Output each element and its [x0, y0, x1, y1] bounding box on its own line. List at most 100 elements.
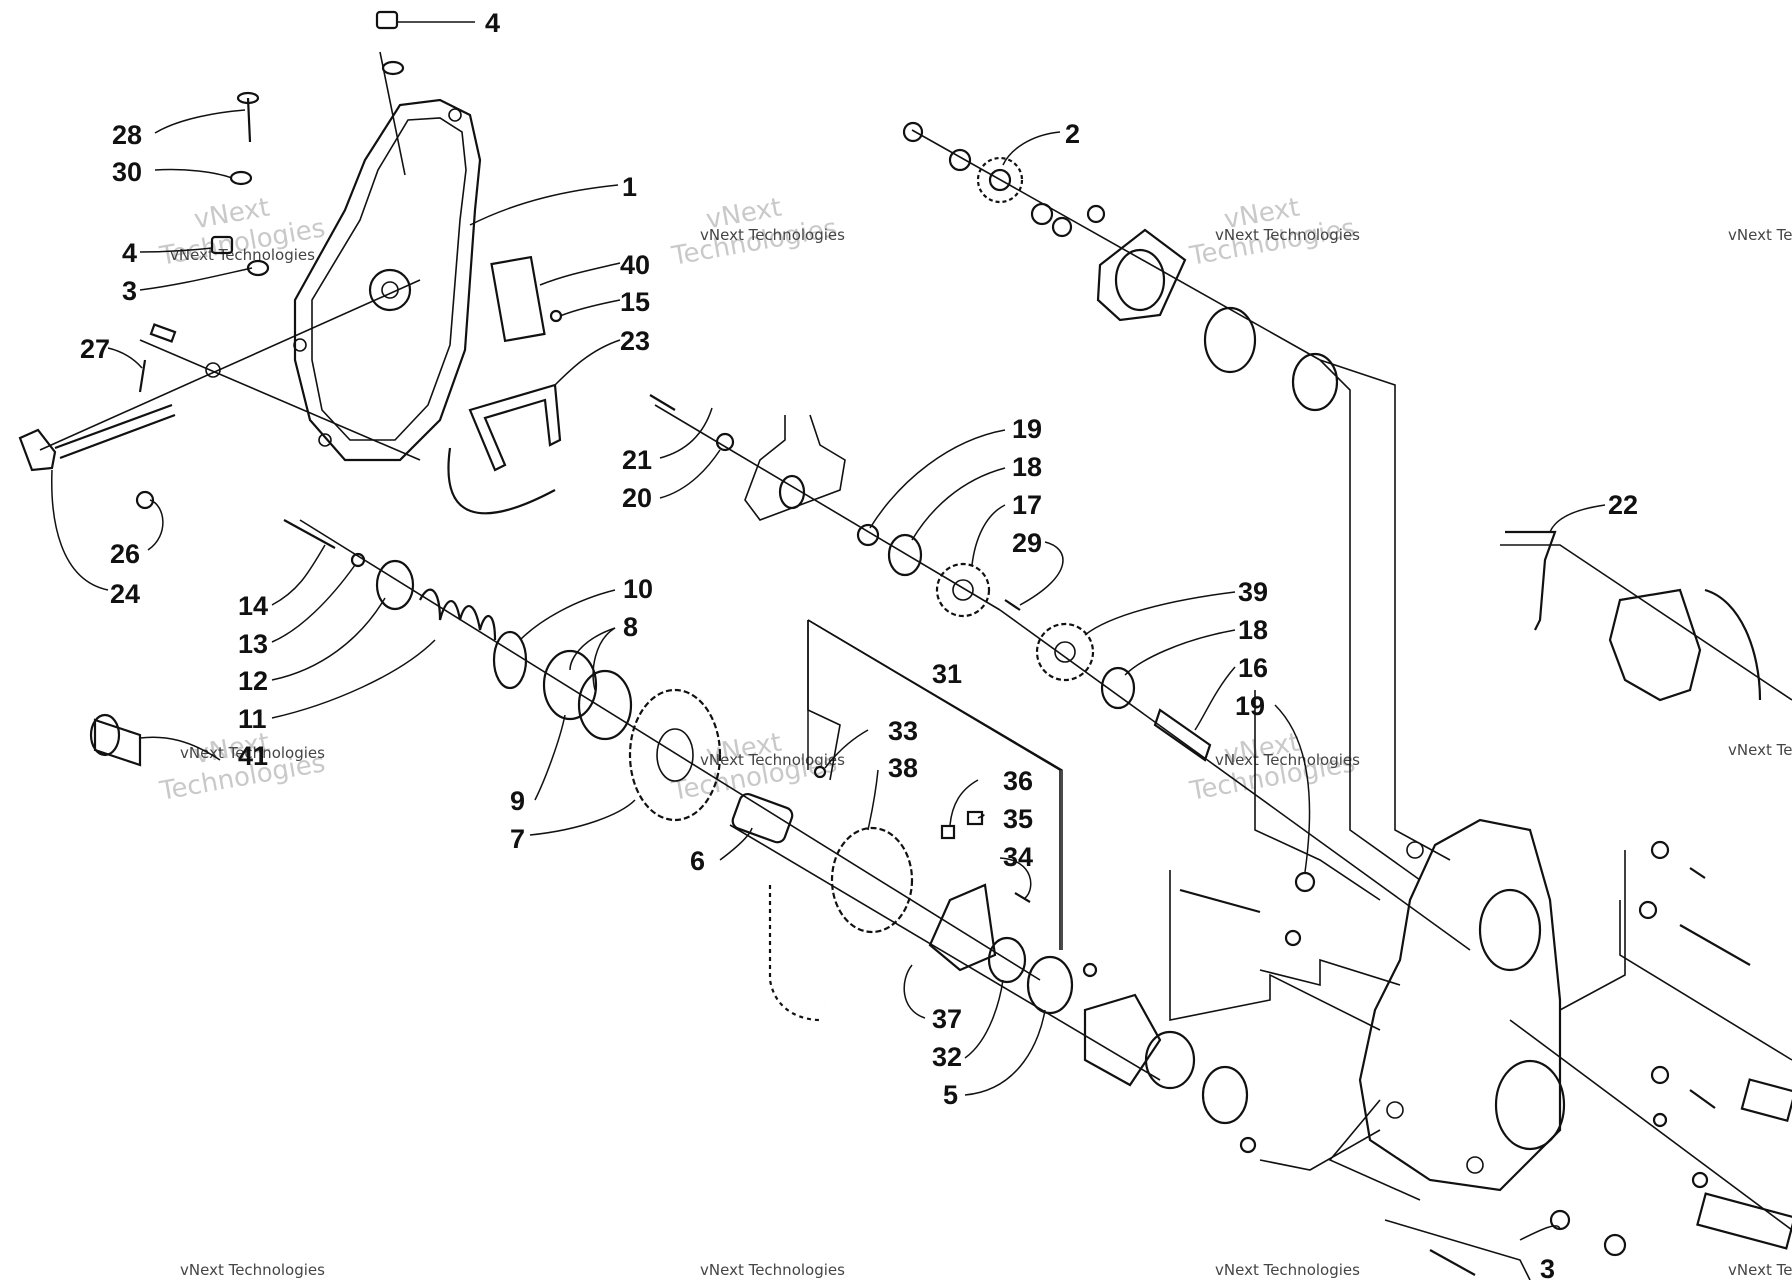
washer-part — [715, 432, 735, 452]
callout-8: 8 — [623, 612, 638, 642]
callout-37: 37 — [932, 1004, 962, 1034]
watermark-text: vNext Technologies — [1728, 741, 1792, 759]
axis-line — [139, 339, 421, 461]
bearing-flange-part — [1096, 228, 1187, 322]
callout-11: 11 — [238, 704, 267, 734]
callout-29: 29 — [1012, 528, 1042, 558]
axis-line — [1559, 850, 1626, 1011]
shaft-part — [1740, 1078, 1792, 1123]
leader-line — [1549, 504, 1606, 533]
disc-part — [928, 883, 997, 972]
sprocket-part — [935, 562, 991, 618]
callout-33: 33 — [888, 716, 918, 746]
axis-line — [1509, 1019, 1792, 1231]
callout-23: 23 — [620, 326, 650, 356]
housing-part — [1704, 588, 1762, 701]
sprocket-hub — [952, 579, 974, 601]
leader-line — [1194, 666, 1236, 731]
leader-line — [977, 814, 985, 819]
leader-line — [559, 299, 621, 317]
watermark-text: vNext Technologies — [170, 246, 315, 264]
callout-16: 16 — [1238, 653, 1268, 683]
leader-line — [139, 247, 213, 253]
washer-part — [1284, 929, 1302, 947]
washer-part — [1650, 1065, 1670, 1085]
leader-line — [999, 857, 1032, 899]
callout-10: 10 — [623, 574, 653, 604]
callout-28: 28 — [112, 120, 142, 150]
large-sprocket-hub — [656, 728, 694, 782]
leader-line — [519, 589, 616, 641]
callout-4: 4 — [485, 8, 500, 38]
washer-part — [856, 523, 880, 547]
assembly-axes — [39, 51, 1792, 1280]
leader-line — [824, 729, 869, 769]
stud-part — [1179, 888, 1261, 914]
leader-line — [949, 779, 979, 826]
watermark-layer: vNext Technologies vNext Technologies vN… — [157, 193, 1792, 1279]
axis-line — [729, 824, 1161, 1081]
pin-part — [940, 824, 956, 840]
leader-line — [903, 964, 926, 1019]
leader-line — [964, 1009, 1046, 1096]
axis-line — [1319, 359, 1451, 861]
leader-line — [469, 184, 619, 226]
callout-17: 17 — [1012, 490, 1042, 520]
callout-18: 18 — [1238, 615, 1268, 645]
leader-line — [271, 639, 436, 719]
axis-line — [1384, 1219, 1531, 1280]
leader-line — [659, 449, 721, 499]
axis-line — [654, 404, 1001, 611]
spur-gear-part — [731, 793, 794, 844]
watermark-text: vNext Technologies — [700, 226, 845, 244]
watermark: vNext Technologies — [1187, 193, 1358, 272]
parts-layer — [18, 10, 1792, 1276]
leader-line — [51, 469, 109, 591]
bearing-part — [1203, 306, 1257, 374]
washer-part — [350, 552, 366, 568]
callout-3: 3 — [122, 276, 137, 306]
callout-19: 19 — [1012, 414, 1042, 444]
callout-2: 2 — [1065, 119, 1080, 149]
pin-part — [1004, 599, 1021, 611]
pin-part — [1014, 892, 1031, 903]
leader-line — [1274, 704, 1311, 873]
watermark-text: vNext Technologies — [700, 751, 845, 769]
callout-6: 6 — [690, 846, 705, 876]
callout-14: 14 — [238, 591, 268, 621]
axis-line — [911, 129, 1321, 361]
leader-line — [271, 544, 326, 606]
callout-4: 4 — [122, 238, 137, 268]
spacer-part — [1153, 708, 1212, 762]
bolt-part — [649, 394, 676, 411]
leader-line — [539, 262, 621, 286]
bolt-head-part — [1603, 1233, 1627, 1257]
callout-7: 7 — [510, 824, 525, 854]
bearing-part — [1100, 666, 1136, 710]
nut-part — [1082, 962, 1098, 978]
bearing-part — [887, 533, 923, 577]
callout-19: 19 — [1235, 691, 1265, 721]
large-sprocket-part — [628, 688, 722, 822]
watermark-text: vNext Technologies — [180, 1261, 325, 1279]
leader-line — [659, 407, 713, 459]
callout-21: 21 — [622, 445, 652, 475]
bushing-part — [778, 474, 806, 510]
leader-line — [592, 627, 616, 691]
leader-line — [147, 499, 164, 551]
axis-line — [999, 609, 1471, 951]
leader-line — [271, 597, 386, 681]
callout-12: 12 — [238, 666, 268, 696]
bushing-flange — [89, 713, 121, 757]
screw-part — [813, 765, 827, 779]
leader-line — [271, 564, 356, 643]
snap-ring-part — [492, 630, 528, 690]
callout-3: 3 — [1540, 1254, 1555, 1280]
group-bracket-31 — [807, 619, 1063, 950]
leader-line — [1084, 591, 1236, 636]
callout-20: 20 — [622, 483, 652, 513]
leader-line — [1019, 541, 1064, 606]
callout-26: 26 — [110, 539, 140, 569]
nut-part — [1638, 900, 1658, 920]
